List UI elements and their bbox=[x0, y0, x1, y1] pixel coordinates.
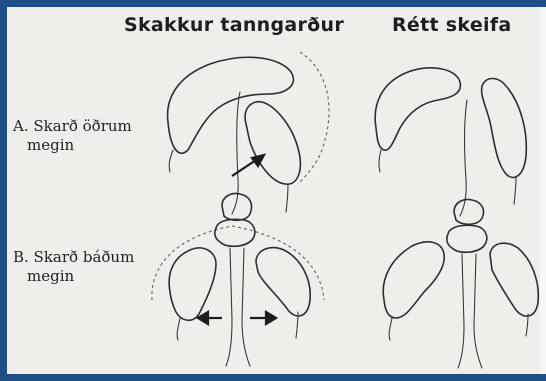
arch-b-skewed-midline-left bbox=[226, 248, 232, 366]
arch-b-correct-midline-right bbox=[474, 254, 482, 368]
arch-b-skewed-arrow-right-head bbox=[266, 312, 276, 324]
arch-b-correct-premaxilla-bottom bbox=[447, 225, 487, 252]
row-label-b: B. Skarð báðum megin bbox=[13, 248, 136, 286]
arch-a-skewed-midline bbox=[232, 92, 240, 214]
arch-b-correct-midline-left bbox=[458, 254, 464, 368]
arch-b-skewed bbox=[152, 194, 324, 367]
arch-a-correct-left-segment bbox=[375, 68, 460, 150]
row-label-a-line1: A. Skarð öðrum bbox=[13, 117, 132, 136]
arch-b-correct-right-stem bbox=[526, 314, 528, 336]
arch-a-correct-right-stem bbox=[514, 176, 516, 204]
row-label-b-line1: B. Skarð báðum bbox=[13, 248, 134, 267]
arch-a-skewed-left-stem bbox=[169, 150, 173, 172]
arch-a-skewed-right-stem bbox=[286, 184, 288, 212]
arch-a-skewed-short-segment bbox=[245, 102, 300, 184]
heading-skewed-arch: Skakkur tanngarður bbox=[124, 14, 344, 36]
arch-a-correct-right-segment bbox=[482, 79, 527, 178]
arch-b-skewed-dashed-arc bbox=[152, 226, 324, 300]
arch-a-skewed-arrow-head bbox=[252, 155, 264, 166]
arch-b-skewed-left-segment bbox=[169, 248, 216, 320]
row-label-a: A. Skarð öðrum megin bbox=[13, 117, 134, 155]
arch-b-skewed-left-stem bbox=[177, 318, 180, 340]
arch-a-skewed bbox=[168, 52, 329, 214]
arch-b-correct-left-segment bbox=[383, 242, 444, 318]
arch-b-skewed-right-segment bbox=[256, 248, 310, 316]
arch-b-correct bbox=[383, 200, 538, 369]
arch-b-skewed-midline-right bbox=[242, 248, 250, 366]
arch-a-correct-midline bbox=[460, 100, 467, 216]
arch-a-correct bbox=[375, 68, 526, 216]
row-label-a-line2: megin bbox=[13, 136, 132, 155]
arch-a-correct-left-stem bbox=[379, 150, 381, 172]
arch-b-skewed-premaxilla-bottom bbox=[215, 219, 255, 246]
heading-correct-arch: Rétt skeifa bbox=[392, 14, 512, 36]
row-label-b-line2: megin bbox=[13, 267, 134, 286]
arch-a-skewed-dashed-arc bbox=[298, 52, 329, 184]
arch-a-skewed-long-segment bbox=[168, 57, 294, 153]
arch-b-correct-right-segment bbox=[490, 243, 538, 316]
arch-b-correct-left-stem bbox=[389, 318, 392, 340]
arch-b-correct-premaxilla-top bbox=[454, 200, 484, 225]
arch-a-skewed-arrow-line bbox=[232, 160, 256, 176]
